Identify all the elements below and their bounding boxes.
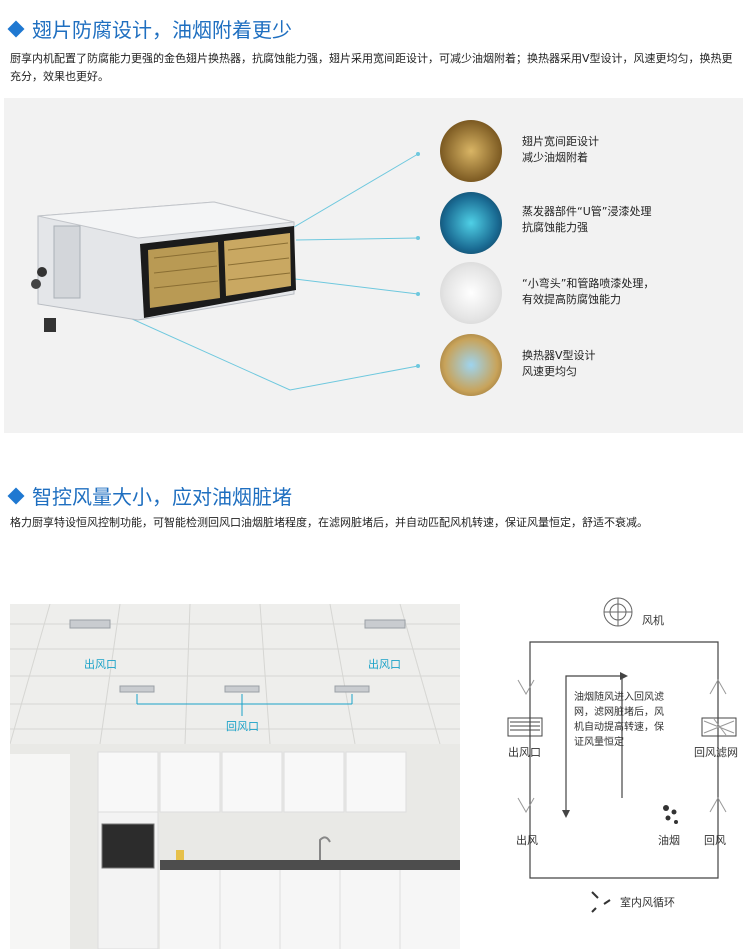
diagram-cycle-label: 室内风循环 [620,896,675,909]
airflow-diagram: 风机 出风口 回风滤网 出风 油烟 回风 室内风循环 油烟随风进入回风滤 网，滤… [500,594,750,924]
section2-title-text: 智控风量大小，应对油烟脏堵 [32,485,292,509]
section2-title: 智控风量大小，应对油烟脏堵 [7,481,292,510]
feature-item: 翅片宽间距设计 减少油烟附着 [440,120,599,182]
note-line: 网，滤网脏堵后，风 [574,707,664,718]
feature-line1: “小弯头”和管路喷漆处理， [522,277,655,290]
section1-description: 厨享内机配置了防腐能力更强的金色翅片换热器，抗腐蚀能力强，翅片采用宽间距设计，可… [10,52,733,83]
kitchen-outlet-right-label: 出风口 [368,658,401,671]
note-line: 证风量恒定 [574,737,624,748]
feature-line1: 蒸发器部件“U管”浸漆处理 [522,205,652,218]
section1-title-text: 翅片防腐设计，油烟附着更少 [32,18,292,42]
diamond-bullet-icon [7,20,25,37]
diagram-smoke-label: 油烟 [658,834,680,847]
diagram-return-air-label: 回风 [704,834,726,847]
note-line: 油烟随风进入回风滤 [574,692,664,703]
kitchen-return-label: 回风口 [226,720,259,733]
product-panel: 翅片宽间距设计 减少油烟附着 蒸发器部件“U管”浸漆处理 抗腐蚀能力强 “小弯头… [4,98,743,433]
diagram-note: 油烟随风进入回风滤 网，滤网脏堵后，风 机自动提高转速，保 证风量恒定 [574,690,686,750]
diamond-bullet-icon [7,487,25,504]
section2-description: 格力厨享特设恒风控制功能，可智能检测回风口油烟脏堵程度，在滤网脏堵后，并自动匹配… [10,516,648,529]
diagram-fan-label: 风机 [642,614,664,627]
diagram-return-filter-label: 回风滤网 [694,746,738,759]
feature-line2: 有效提高防腐蚀能力 [522,293,621,306]
diagram-outlet-label: 出风口 [508,746,541,759]
u-tube-image-icon [440,192,502,254]
feature-item: 蒸发器部件“U管”浸漆处理 抗腐蚀能力强 [440,192,651,254]
section1-title: 翅片防腐设计，油烟附着更少 [7,14,292,43]
v-heat-exchanger-image-icon [440,334,502,396]
feature-item: 换热器V型设计 风速更均匀 [440,334,596,396]
fin-spacing-image-icon [440,120,502,182]
kitchen-photo: 出风口 出风口 回风口 [10,604,460,949]
note-line: 机自动提高转速，保 [574,722,664,733]
kitchen-outlet-left-label: 出风口 [84,658,117,671]
elbow-pipe-image-icon [440,262,502,324]
feature-item: “小弯头”和管路喷漆处理， 有效提高防腐蚀能力 [440,262,654,324]
feature-line1: 换热器V型设计 [522,349,596,362]
feature-line2: 减少油烟附着 [522,151,588,164]
feature-line1: 翅片宽间距设计 [522,135,599,148]
diagram-out-air-label: 出风 [516,834,538,847]
feature-line2: 抗腐蚀能力强 [522,221,588,234]
feature-line2: 风速更均匀 [522,365,577,378]
product-illustration [31,152,420,391]
